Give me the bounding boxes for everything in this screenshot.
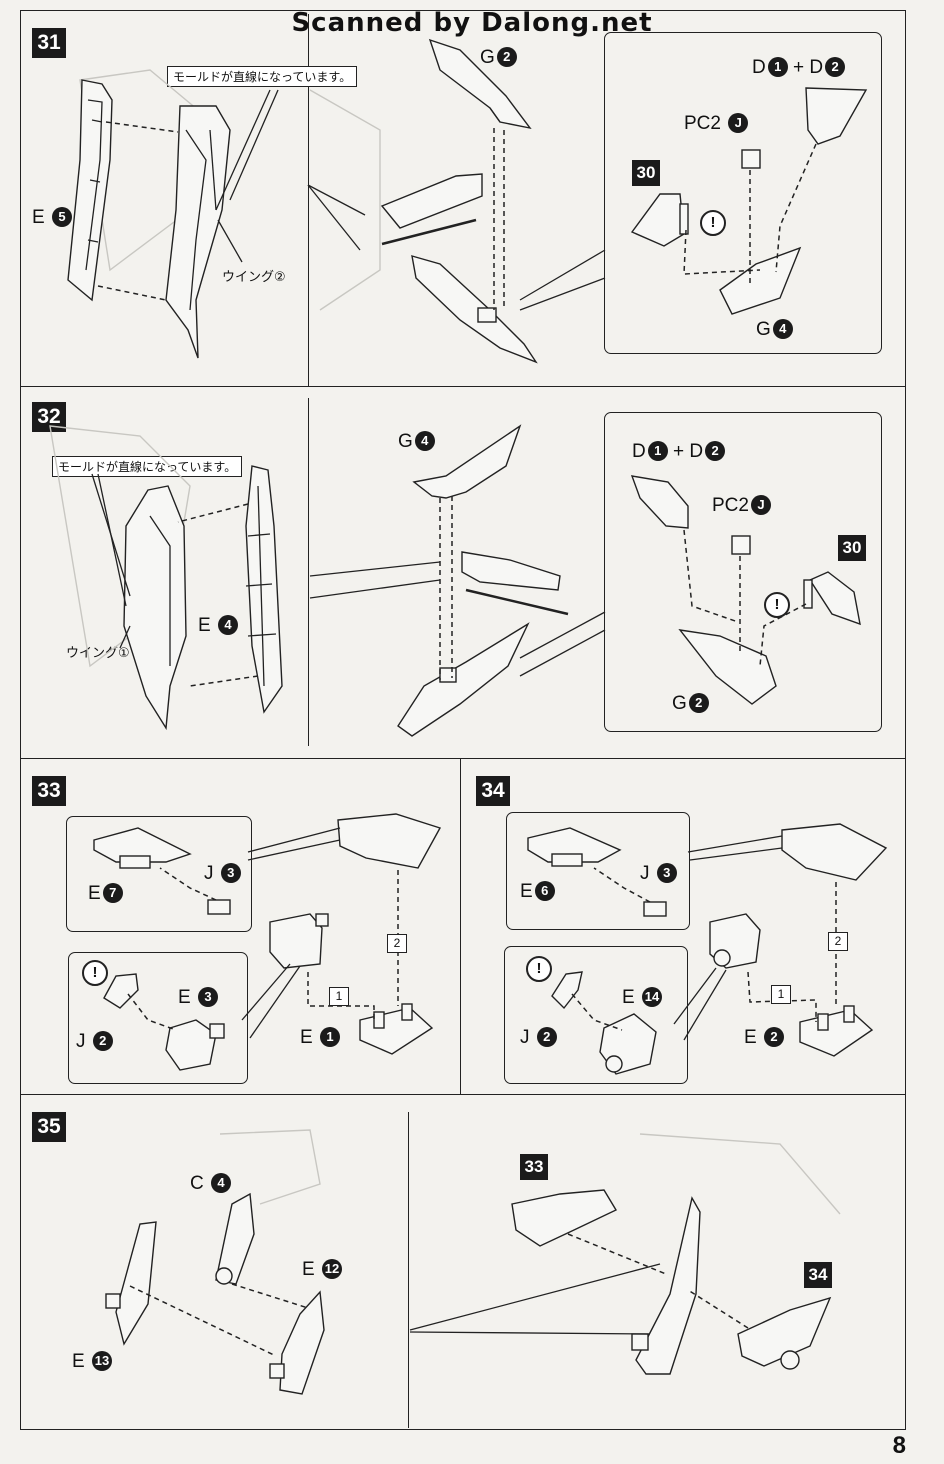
part-d1-d2-32 (630, 475, 689, 529)
step33-artwork (93, 813, 442, 1071)
divider-32-inner (308, 398, 309, 746)
order-box-1-34: 1 (771, 985, 791, 1004)
part-label-c4-35: C 4 (190, 1172, 232, 1196)
divider-33-35 (20, 1094, 906, 1095)
wing-label-32: ウイング① (66, 646, 130, 661)
part-e3-33 (165, 1019, 217, 1071)
part-step33-assembly (511, 1189, 617, 1247)
step32-artwork (49, 424, 861, 737)
warning-icon-31: ! (700, 210, 726, 236)
part-g4-lower-31 (411, 255, 538, 364)
part-label-e14-34: E 14 (622, 986, 662, 1010)
step35-artwork (105, 1129, 841, 1395)
divider-35-inner (408, 1112, 409, 1428)
part-label-e2-34: E 2 (744, 1026, 784, 1050)
page-frame (20, 10, 906, 1430)
part-g2-lower-32 (397, 622, 530, 737)
part-top-cover-34 (781, 823, 888, 881)
part-g2-inset-32 (678, 629, 777, 705)
part-label-pc2-31: PC2 J (684, 112, 749, 136)
part-label-e12-35: E 12 (302, 1258, 342, 1282)
ref-step-33-35: 33 (520, 1154, 548, 1180)
step-number-34: 34 (476, 776, 510, 806)
part-e2-34 (799, 1009, 874, 1057)
wing-part-e5 (67, 79, 113, 302)
part-label-j3-34: J 3 (640, 862, 677, 886)
ref-step-30-31: 30 (632, 160, 660, 186)
part-top-cover-33 (337, 813, 442, 869)
scan-watermark-title: Scanned by Dalong.net (291, 8, 653, 38)
part-d1-d2-31 (805, 87, 868, 145)
divider-31-inner (308, 14, 309, 386)
inset-33-bottom (68, 952, 248, 1084)
part-e13-35 (115, 1221, 157, 1346)
pc2-joint-32 (731, 535, 751, 555)
wing-part-main-32 (123, 485, 187, 731)
pc2-joint-31 (741, 149, 761, 169)
step-number-33: 33 (32, 776, 66, 806)
warning-icon-34: ! (526, 956, 552, 982)
step-number-35: 35 (32, 1112, 66, 1142)
warning-icon-33: ! (82, 960, 108, 986)
divider-32-33 (20, 758, 906, 759)
step31-artwork (67, 38, 868, 364)
mold-note-31: モールドが直線になっています。 (167, 66, 358, 87)
inset-34-top (506, 812, 690, 930)
step34-artwork (527, 823, 888, 1075)
inset-32 (604, 412, 882, 732)
part-label-j2-33: J 2 (76, 1030, 113, 1054)
part-j2-34 (551, 971, 583, 1010)
part-g4-inset-31 (719, 246, 802, 315)
part-g2-top-31 (428, 38, 532, 130)
order-box-2-33: 2 (387, 934, 407, 953)
page-number: 8 (892, 1432, 906, 1459)
part-c4-35 (215, 1192, 255, 1285)
inset-31 (604, 32, 882, 354)
part-label-j3-33: J 3 (204, 862, 241, 886)
part-e1-33 (359, 1007, 434, 1055)
mold-note-32: モールドが直線になっています。 (52, 456, 243, 477)
ref-step-30-32: 30 (838, 535, 866, 561)
part-g4-top-32 (412, 424, 522, 499)
divider-31-32 (20, 386, 906, 387)
part-j3-34 (643, 901, 667, 917)
order-box-2-34: 2 (828, 932, 848, 951)
part-step34-assembly (737, 1296, 832, 1367)
part-label-e1-33: E 1 (300, 1026, 340, 1050)
part-label-j2-34: J 2 (520, 1026, 557, 1050)
divider-33-34 (460, 758, 461, 1094)
wing-part-main-31 (165, 105, 231, 359)
step-number-31: 31 (32, 28, 66, 58)
part-joint-33 (269, 913, 323, 969)
part-label-e4-32: E 4 (198, 614, 238, 638)
part-30-32 (808, 571, 861, 626)
part-wing-assembly-35 (635, 1196, 701, 1375)
part-e6-34 (527, 827, 622, 863)
ref-step-34-35: 34 (804, 1262, 832, 1288)
part-e12-35 (279, 1290, 325, 1395)
warning-icon-32: ! (764, 592, 790, 618)
inset-33-top (66, 816, 252, 932)
part-e7-33 (93, 827, 192, 863)
part-j3-33 (207, 899, 231, 915)
part-label-e5-31: E 5 (32, 206, 72, 230)
part-j2-33 (103, 973, 139, 1009)
inset-34-bottom (504, 946, 688, 1084)
part-label-e3-33: E 3 (178, 986, 218, 1010)
wing-part-e4 (245, 465, 283, 714)
order-box-1-33: 1 (329, 987, 349, 1006)
wing-label-31: ウイング② (222, 270, 286, 285)
part-label-e13-35: E 13 (72, 1350, 112, 1374)
